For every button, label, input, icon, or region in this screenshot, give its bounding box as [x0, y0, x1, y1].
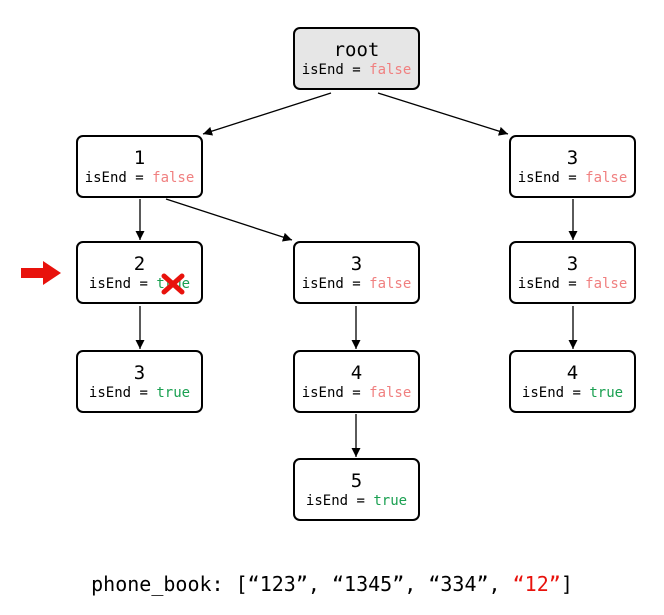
is-end-label: isEnd = [301, 385, 370, 401]
node-is-end: isEnd = true [78, 384, 201, 402]
cross-out-icon [161, 273, 185, 295]
is-end-value: true [156, 385, 191, 401]
is-end-value: true [156, 273, 190, 295]
node-key: 5 [350, 470, 363, 492]
phone-book-entry: “12” [512, 572, 561, 596]
is-end-value: false [369, 62, 412, 78]
is-end-value: false [152, 170, 195, 186]
is-end-value: false [369, 385, 412, 401]
is-end-label: isEnd = [88, 385, 157, 401]
node-key: 4 [566, 362, 579, 384]
is-end-label: isEnd = [521, 385, 590, 401]
node-is-end: isEnd = true [295, 492, 418, 510]
is-end-label: isEnd = [301, 276, 370, 292]
node-key: root [333, 39, 380, 61]
phone-book-entry: “123” [247, 572, 308, 596]
node-is-end: isEnd = true [78, 273, 201, 295]
node-is-end: isEnd = false [511, 275, 634, 293]
node-is-end: isEnd = true [511, 384, 634, 402]
phone-book-entry: “334” [428, 572, 489, 596]
is-end-value: true [589, 385, 624, 401]
node-key: 1 [133, 147, 146, 169]
phone-book-entry: “1345” [331, 572, 405, 596]
node-key: 3 [350, 253, 363, 275]
is-end-value: false [585, 276, 628, 292]
edge-n1-to-n13 [165, 198, 293, 242]
phone-book-separator: , [404, 572, 429, 596]
is-end-label: isEnd = [305, 493, 374, 509]
node-is-end: isEnd = false [78, 169, 201, 187]
node-key: 3 [133, 362, 146, 384]
right-arrow-icon [21, 261, 61, 285]
edge-root-to-n3 [377, 92, 509, 136]
phone-book-suffix: ] [560, 572, 573, 596]
edge-root-to-n1 [202, 92, 332, 136]
phone-book-list: phone_book: [“123”, “1345”, “334”, “12”] [0, 571, 664, 597]
node-key: 4 [350, 362, 363, 384]
is-end-label: isEnd = [517, 170, 586, 186]
is-end-label: isEnd = [517, 276, 586, 292]
phone-book-separator: , [488, 572, 513, 596]
node-is-end: isEnd = false [511, 169, 634, 187]
node-key: 3 [566, 147, 579, 169]
is-end-value: false [369, 276, 412, 292]
node-key: 2 [133, 253, 146, 275]
node-is-end: isEnd = false [295, 275, 418, 293]
is-end-value: false [585, 170, 628, 186]
node-is-end: isEnd = false [295, 384, 418, 402]
phone-book-prefix: phone_book: [ [91, 572, 248, 596]
is-end-label: isEnd = [88, 276, 157, 292]
node-key: 3 [566, 253, 579, 275]
node-is-end: isEnd = false [295, 61, 418, 79]
phone-book-separator: , [307, 572, 332, 596]
phone-book-items: “123”, “1345”, “334”, “12” [248, 572, 561, 596]
is-end-value: true [373, 493, 408, 509]
is-end-label: isEnd = [301, 62, 370, 78]
is-end-label: isEnd = [84, 170, 153, 186]
